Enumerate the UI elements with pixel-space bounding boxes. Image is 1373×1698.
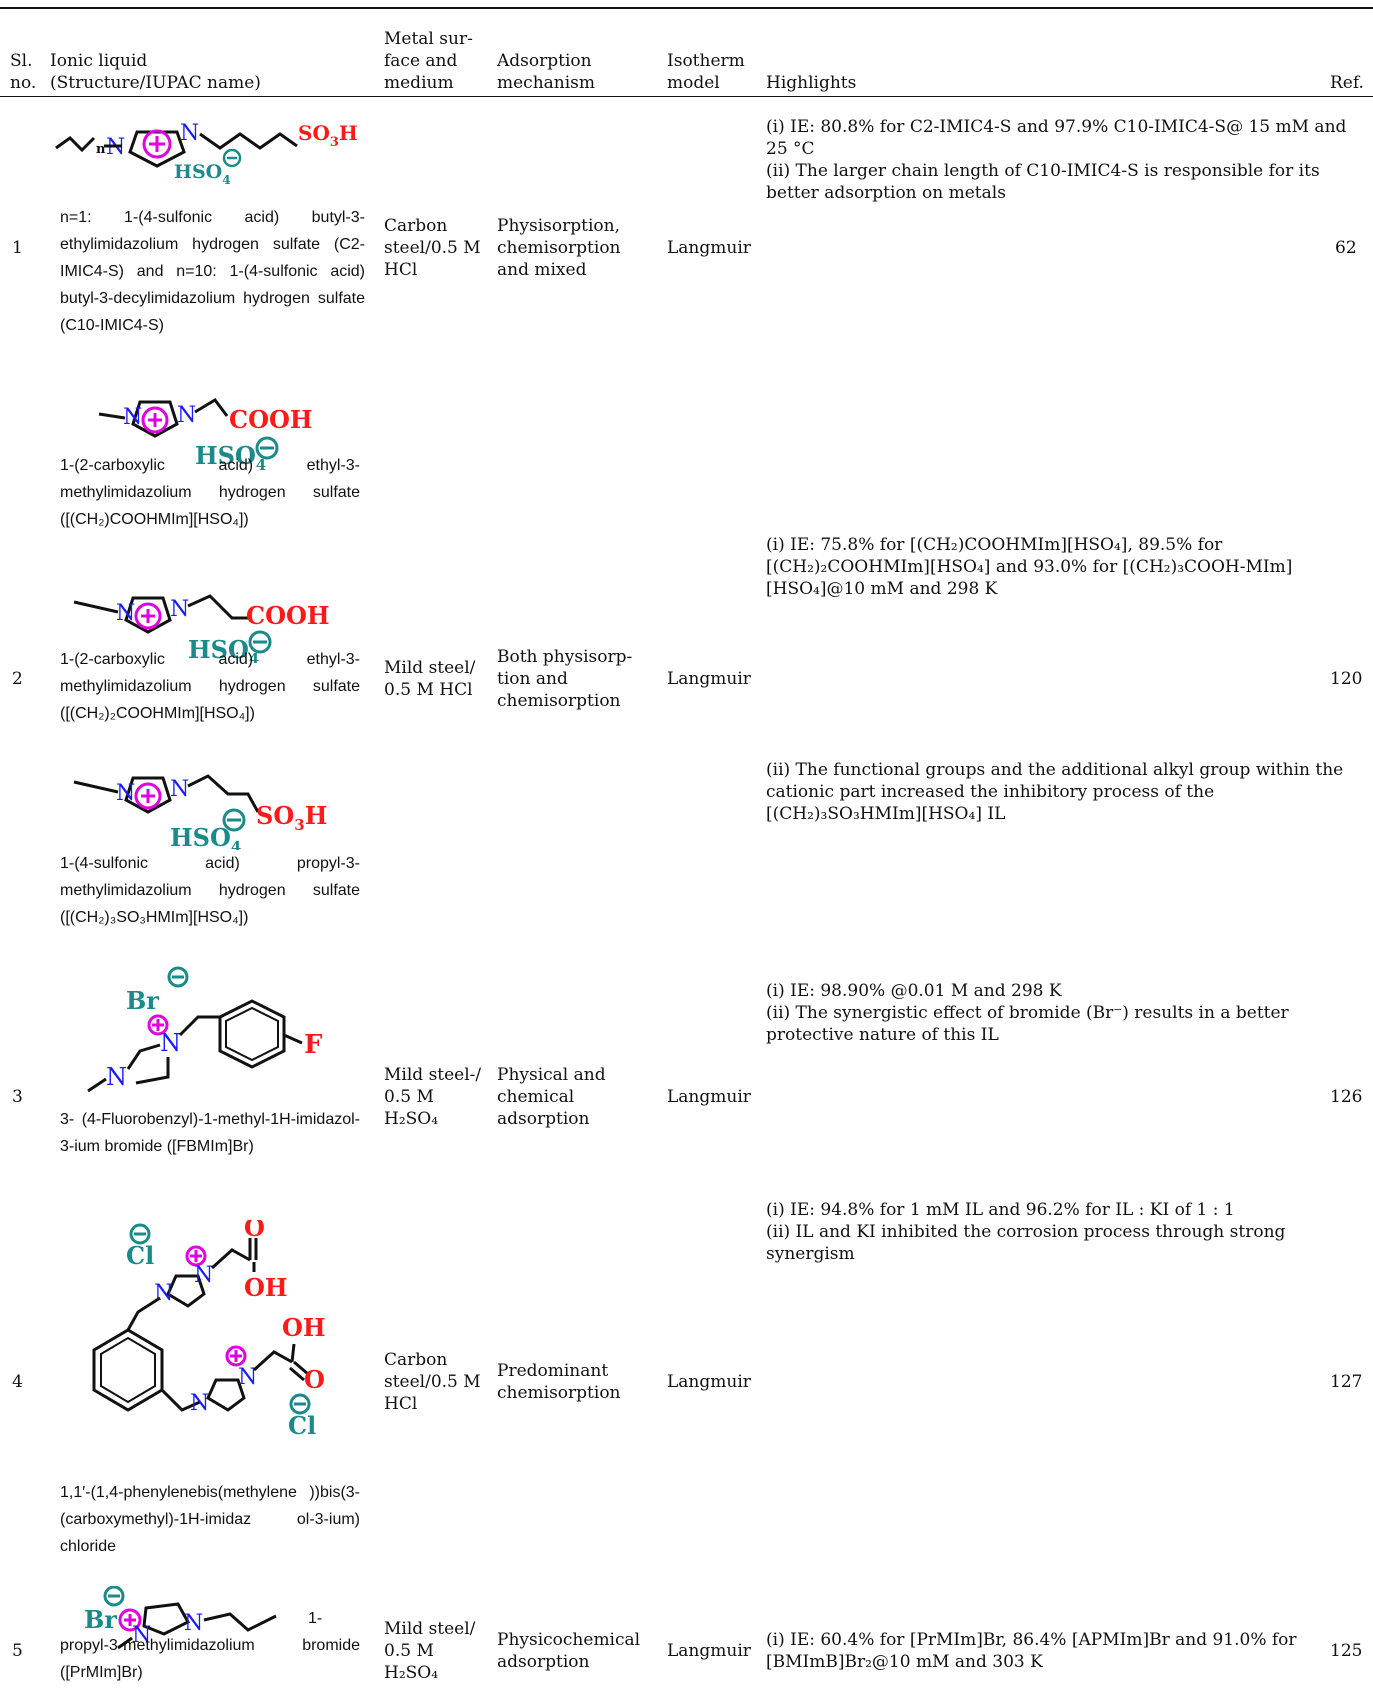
svg-text:OH: OH: [282, 1313, 326, 1342]
header-rule: [0, 96, 1373, 97]
svg-text:HSO4: HSO4: [188, 635, 259, 663]
row2-number: 2: [12, 669, 23, 689]
sulfonic-group: SO3H: [298, 121, 358, 150]
svg-text:COOH: COOH: [246, 601, 330, 630]
structure-row2a: N N COOH HSO4: [98, 398, 313, 470]
svg-text:N: N: [170, 597, 189, 622]
row4-ref: 127: [1330, 1372, 1363, 1392]
row4-highlights: (i) IE: 94.8% for 1 mM IL and 96.2% for …: [766, 1200, 1286, 1264]
row3-highlights: (i) IE: 98.90% @0.01 M and 298 K(ii) The…: [766, 981, 1289, 1045]
top-rule: [0, 7, 1373, 9]
structure-row5: Br N N: [84, 1586, 277, 1650]
row5-number: 5: [12, 1641, 23, 1661]
svg-text:N: N: [194, 1263, 213, 1288]
row3-ref: 126: [1330, 1087, 1363, 1107]
svg-text:N: N: [116, 781, 135, 806]
svg-text:F: F: [304, 1030, 323, 1060]
svg-text:N: N: [184, 1611, 203, 1636]
svg-text:O: O: [304, 1365, 325, 1394]
row2-ref: 120: [1330, 669, 1363, 689]
row2-iupac-name-c: 1-(4-sulfonic acid) propyl-3-methylimida…: [60, 855, 360, 926]
row1-iupac-name: n=1: 1-(4-sulfonic acid) butyl-3-ethylim…: [60, 209, 365, 334]
structure-row1: n N N SO3H HSO4: [55, 121, 358, 185]
row2-highlight-2: (ii) The functional groups and the addit…: [766, 760, 1344, 824]
svg-text:Cl: Cl: [126, 1241, 154, 1270]
svg-text:O: O: [244, 1220, 265, 1242]
row1-ref: 62: [1335, 238, 1357, 258]
svg-text:N: N: [238, 1365, 257, 1390]
svg-text:OH: OH: [244, 1273, 288, 1302]
row2-highlight-1: (i) IE: 75.8% for [(CH₂)COOHMIm][HSO₄], …: [766, 535, 1293, 599]
svg-text:Cl: Cl: [288, 1411, 316, 1440]
svg-text:N: N: [116, 601, 135, 626]
structure-row4: Cl N N O OH N N OH O Cl: [92, 1220, 326, 1440]
svg-text:N: N: [177, 403, 196, 428]
header-ionic-liquid: Ionic liquid(Structure/IUPAC name): [50, 51, 261, 93]
row4-isotherm: Langmuir: [667, 1372, 751, 1392]
structure-row2c: N N SO3H HSO4: [73, 774, 327, 850]
nitrogen-right: N: [180, 121, 199, 146]
svg-text:N: N: [154, 1281, 173, 1306]
row5-iupac-name: 1-propyl-3-methylimidazolium bromide ([P…: [60, 1610, 360, 1681]
row5-ref: 125: [1330, 1641, 1363, 1661]
row4-iupac-name: 1,1′-(1,4-phenylenebis(methylene ))bis(3…: [60, 1484, 360, 1555]
row2-metal: Mild steel/0.5 M HCl: [384, 658, 476, 700]
row5-highlights: (i) IE: 60.4% for [PrMIm]Br, 86.4% [APMI…: [766, 1630, 1297, 1672]
svg-text:N: N: [160, 1029, 181, 1057]
svg-text:Br: Br: [126, 986, 159, 1015]
svg-text:N: N: [190, 1391, 209, 1416]
anion-hso4: HSO4: [174, 161, 231, 185]
row5-isotherm: Langmuir: [667, 1641, 751, 1661]
row1-isotherm: Langmuir: [667, 238, 751, 258]
svg-text:HSO4: HSO4: [170, 823, 241, 850]
structure-row3: Br N N F: [87, 966, 323, 1093]
svg-text:N: N: [106, 1063, 127, 1091]
header-sl: Sl.no.: [10, 51, 37, 93]
svg-text:N: N: [132, 1623, 151, 1648]
svg-text:N: N: [123, 405, 142, 430]
row3-iupac-name: 3- (4-Fluorobenzyl)-1-methyl-1H-imidazol…: [60, 1111, 360, 1155]
row3-isotherm: Langmuir: [667, 1087, 751, 1107]
row2-iupac-name-b: 1-(2-carboxylic acid) ethyl-3-methylimid…: [60, 651, 360, 722]
svg-text:N: N: [170, 777, 189, 802]
svg-text:COOH: COOH: [229, 405, 313, 434]
header-ref: Ref.: [1330, 73, 1364, 93]
row4-number: 4: [12, 1372, 23, 1392]
svg-text:Br: Br: [84, 1605, 117, 1634]
row2-iupac-name-a: 1-(2-carboxylic acid) ethyl-3-methylimid…: [60, 457, 360, 528]
row1-highlights: (i) IE: 80.8% for C2-IMIC4-S and 97.9% C…: [766, 117, 1347, 203]
svg-text:HSO4: HSO4: [195, 441, 266, 470]
svg-text:SO3H: SO3H: [256, 801, 327, 834]
row3-number: 3: [12, 1087, 23, 1107]
structure-row2b: N N COOH HSO4: [73, 594, 330, 663]
row2-isotherm: Langmuir: [667, 669, 751, 689]
header-highlights: Highlights: [766, 73, 857, 93]
row1-number: 1: [12, 238, 23, 258]
subscript-n: n: [96, 142, 106, 157]
